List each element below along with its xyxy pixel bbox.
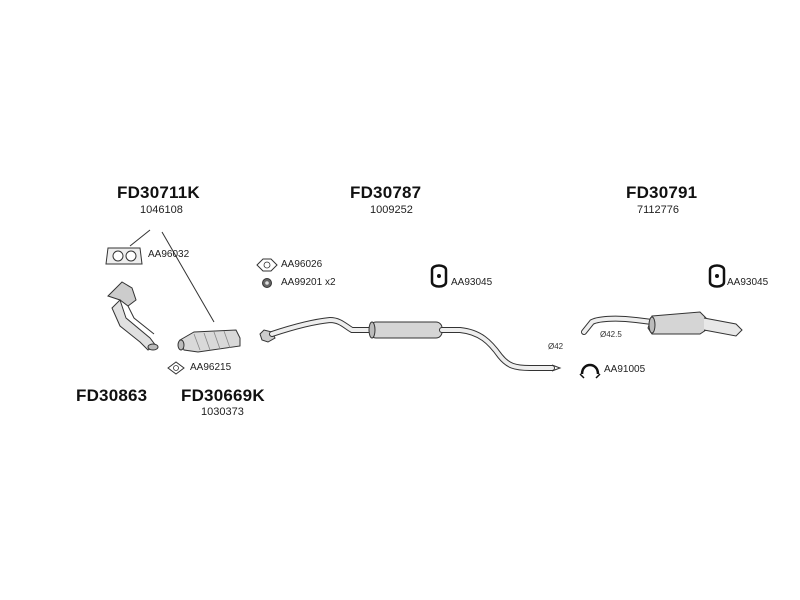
clamp-icon (579, 363, 601, 379)
part-label-hanger-mid: AA93045 (451, 277, 493, 288)
part-label-nut-qty: x2 (324, 277, 336, 288)
assembly-ref-1030373: 1030373 (201, 406, 244, 418)
hanger-mid-icon (430, 264, 448, 288)
assembly-code-fd30863: FD30863 (76, 386, 148, 405)
center-section-icon (259, 316, 562, 372)
dimension-label-d2: Ø42.5 (600, 330, 622, 339)
leader-line-manifold (129, 229, 151, 247)
dimension-label-d1: Ø42 (548, 342, 564, 351)
assembly-ref-1046108: 1046108 (140, 204, 183, 216)
hanger-rear-icon (708, 264, 726, 288)
rear-silencer-icon (581, 311, 743, 337)
part-label-hanger-rear: AA93045 (727, 277, 769, 288)
leader-line-catalyst (161, 231, 215, 323)
nut-icon (262, 278, 272, 288)
assembly-code-fd30711k: FD30711K (117, 183, 200, 202)
assembly-code-fd30787: FD30787 (350, 183, 422, 202)
part-label-gasket-manifold: AA96032 (148, 249, 190, 260)
part-label-gasket-front: AA96026 (281, 259, 323, 270)
part-label-clamp: AA91005 (604, 364, 646, 375)
front-pipe-icon (107, 281, 159, 351)
part-label-nut: AA99201 x2 (281, 277, 336, 288)
assembly-code-fd30791: FD30791 (626, 183, 698, 202)
part-label-nut-code: AA99201 (281, 277, 323, 288)
catalytic-converter-icon (177, 329, 241, 353)
cat-gasket-icon (167, 361, 185, 375)
manifold-gasket-icon (105, 247, 143, 265)
assembly-ref-7112776: 7112776 (637, 204, 680, 216)
front-gasket-icon (256, 258, 278, 272)
assembly-code-fd30669k: FD30669K (181, 386, 265, 405)
assembly-ref-1009252: 1009252 (370, 204, 413, 216)
part-label-gasket-cat: AA96215 (190, 362, 232, 373)
